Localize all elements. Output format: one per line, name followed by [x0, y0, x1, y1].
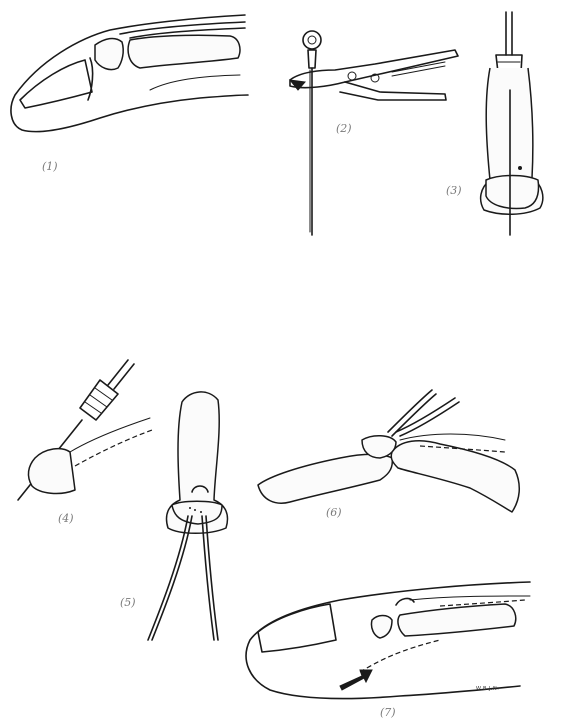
caption-panel-1: (1): [42, 160, 58, 173]
phalanx-7: [397, 603, 517, 637]
panel-5-drawing: [147, 391, 229, 641]
panel-3-drawing: [479, 11, 544, 236]
caption-panel-2: (2): [336, 122, 352, 135]
fracture-surface-3: [485, 174, 540, 210]
caption-panel-5: (5): [120, 596, 136, 609]
finger-outline-1: [10, 14, 249, 133]
panel-7-drawing: [245, 581, 531, 700]
nail-7: [257, 603, 337, 653]
suture-loop-5: [191, 485, 209, 493]
phalanx-5: [165, 391, 229, 534]
finger-outline-7: [245, 581, 531, 700]
panel-4-drawing: [17, 359, 153, 501]
drill-chuck-4: [79, 379, 119, 421]
panel-2-drawing: [288, 30, 459, 236]
caption-panel-4: (4): [58, 512, 74, 525]
caption-panel-6: (6): [326, 506, 342, 519]
caption-panel-7: (7): [380, 706, 396, 719]
panel-6-drawing: [257, 389, 520, 513]
wire-head: [302, 30, 322, 50]
phalanx-1: [127, 34, 241, 69]
nail-1: [19, 59, 93, 109]
fragment-7: [370, 614, 393, 639]
artist-signature: W.B.J.N.: [476, 686, 500, 692]
phalanx-6a: [257, 453, 394, 504]
panel-1-drawing: [10, 14, 249, 133]
caption-panel-3: (3): [446, 184, 462, 197]
arrow-7: [339, 669, 373, 691]
fragment-1: [94, 37, 124, 71]
plier: [289, 49, 459, 89]
phalanx-6b: [390, 439, 520, 513]
fragment-4: [27, 447, 76, 495]
